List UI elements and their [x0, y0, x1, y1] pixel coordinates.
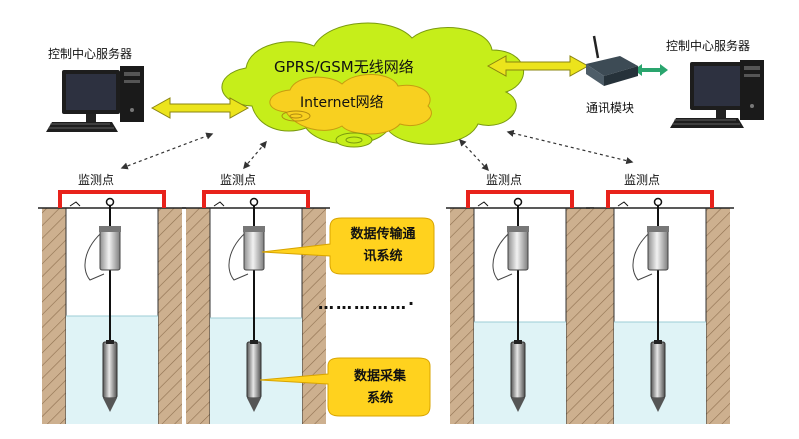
callout-acquisition-line-2: 系统 [366, 391, 393, 406]
cloud-inner-label: Internet网络 [300, 95, 384, 111]
server-computer-left [46, 66, 144, 132]
well-wall-left [590, 208, 614, 424]
well-wall-right [706, 208, 730, 424]
callout-acquisition [259, 357, 431, 417]
well-wall-left [450, 208, 474, 424]
transmitter-unit [243, 227, 265, 271]
pressure-probe [102, 341, 118, 399]
link-arrow-comm-module [486, 55, 590, 77]
callout-acquisition-line-1: 数据采集 [353, 369, 406, 384]
callout-transmission-line-1: 数据传输通 [350, 227, 416, 242]
well-1 [38, 190, 186, 424]
callout-transmission-text: 数据传输通 讯系统 [334, 224, 432, 268]
well-3 [446, 190, 594, 424]
wireless-link-4 [506, 129, 634, 165]
well-wall-left [42, 208, 66, 424]
pressure-probe [650, 341, 666, 399]
comm-module-device [586, 35, 638, 86]
transmitter-unit [507, 227, 529, 271]
pressure-probe [246, 341, 262, 399]
callout-acquisition-text: 数据采集 系统 [332, 366, 428, 410]
well-wall-left [186, 208, 210, 424]
link-arrow-left-server [150, 97, 250, 119]
well-wall-right [566, 208, 590, 424]
wireless-link-3 [459, 138, 489, 172]
monitor-point-label-2: 监测点 [219, 173, 257, 187]
wellhead-cap [202, 190, 310, 208]
monitor-point-label-3: 监测点 [485, 173, 523, 187]
pressure-probe [510, 341, 526, 399]
wellhead-cap [466, 190, 574, 208]
well-4 [586, 190, 734, 424]
well-2 [182, 190, 330, 424]
wellhead-cap [606, 190, 714, 208]
transmitter-unit [99, 227, 121, 271]
comm-module-label: 通讯模块 [586, 101, 635, 115]
wireless-links [120, 129, 634, 172]
well-wall-right [158, 208, 182, 424]
server-right-label: 控制中心服务器 [666, 39, 751, 53]
callout-transmission-line-2: 讯系统 [363, 249, 403, 264]
ellipsis-more-wells: ……………· [318, 294, 417, 313]
link-arrow-right-server [634, 64, 668, 76]
cloud-puffs [335, 132, 373, 148]
server-left-label: 控制中心服务器 [48, 47, 133, 61]
cloud-outer-label: GPRS/GSM无线网络 [274, 58, 414, 76]
monitor-point-label-1: 监测点 [77, 173, 115, 187]
transmitter-unit [647, 227, 669, 271]
monitoring-wells [38, 190, 734, 424]
wireless-link-2 [243, 140, 267, 170]
wellhead-cap [58, 190, 166, 208]
wireless-link-1 [120, 132, 214, 170]
monitor-point-label-4: 监测点 [623, 173, 661, 187]
callout-transmission [261, 217, 435, 275]
internet-cloud [269, 73, 432, 135]
server-computer-right [670, 60, 764, 128]
well-wall-right [302, 208, 326, 424]
